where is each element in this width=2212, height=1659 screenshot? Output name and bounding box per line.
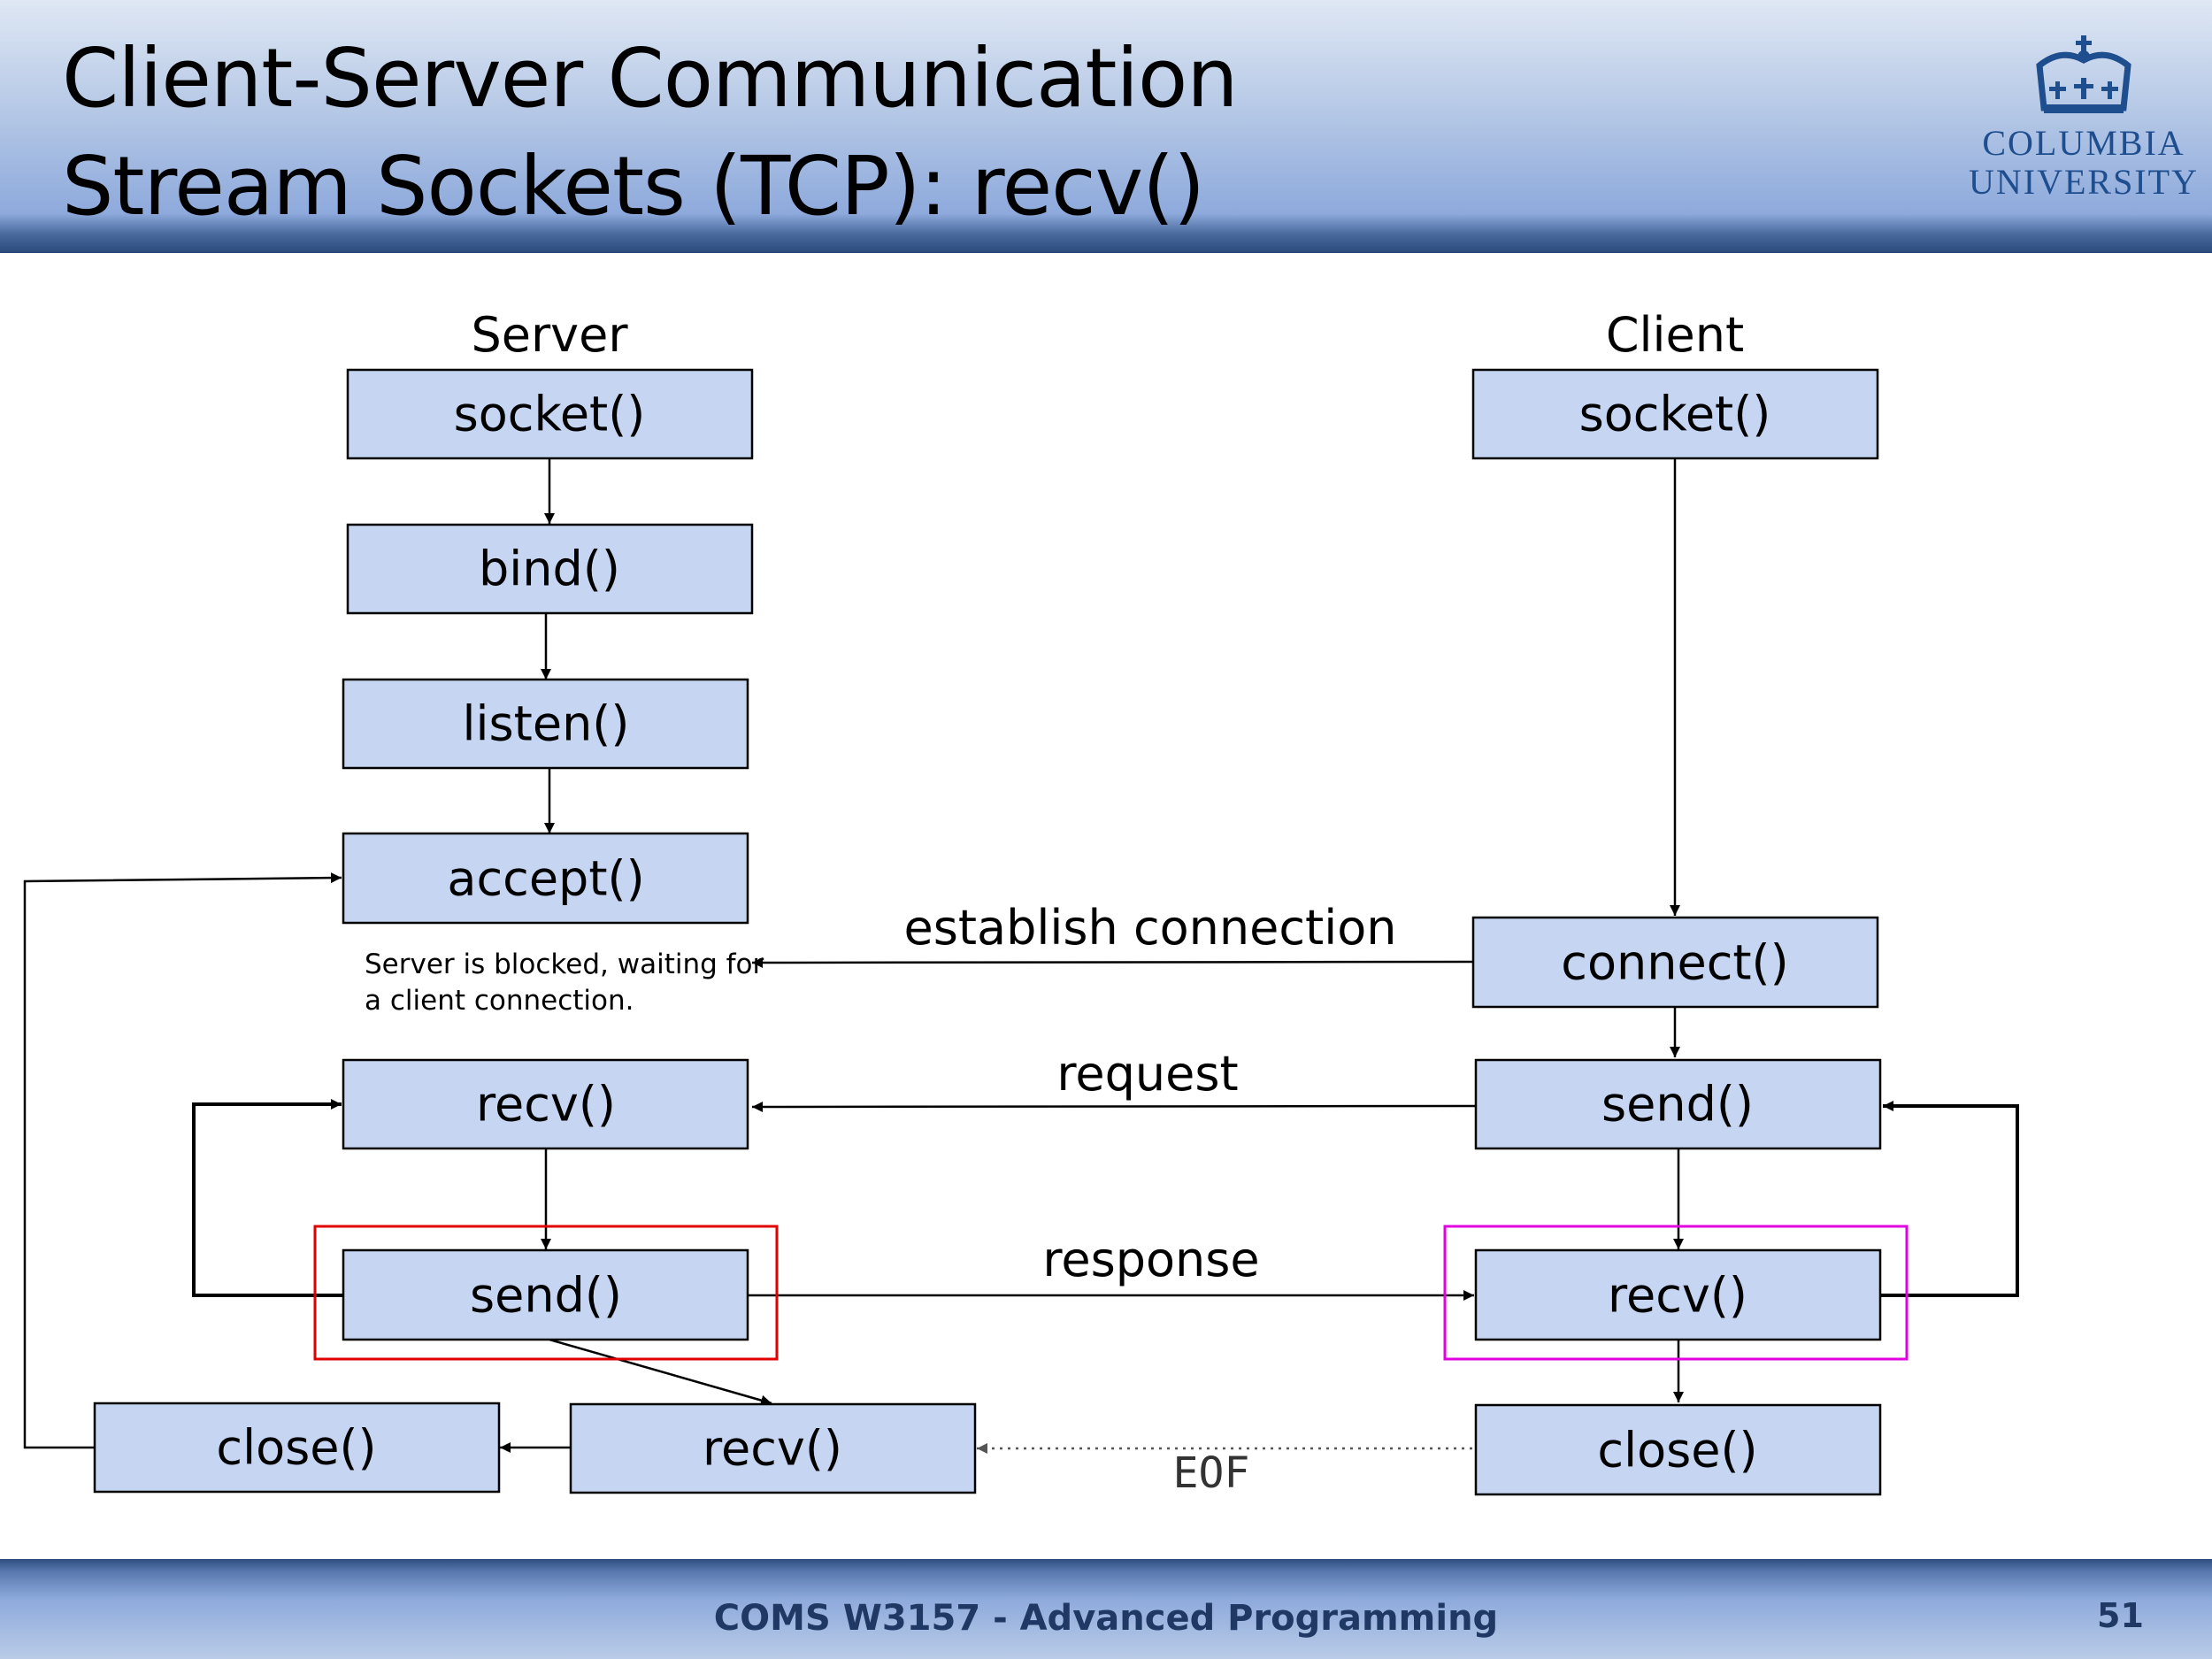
label-request: request (1056, 1046, 1238, 1102)
label-response: response (1042, 1232, 1259, 1287)
server-socket-box: socket() (346, 368, 754, 460)
page-number: 51 (2097, 1596, 2144, 1635)
client-connect-box: connect() (1471, 916, 1879, 1009)
columbia-logo: COLUMBIA UNIVERSITY (1960, 30, 2208, 207)
course-name: COMS W3157 - Advanced Programming (713, 1598, 1499, 1639)
slide-footer (0, 1559, 2212, 1659)
logo-text-university: UNIVERSITY (1969, 162, 2199, 202)
client-recv-box: recv() (1474, 1248, 1882, 1341)
server-blocked-note-line-1: Server is blocked, waiting for (365, 949, 764, 980)
server-recv-box: recv() (342, 1058, 749, 1150)
server-accept-box: accept() (342, 832, 749, 925)
client-socket-box: socket() (1471, 368, 1879, 460)
client-connect-label: connect() (1561, 935, 1788, 991)
client-send-box: send() (1474, 1058, 1882, 1150)
server-recv-final-label: recv() (703, 1421, 842, 1477)
title-line-2: Stream Sockets (TCP): recv() (62, 139, 1205, 234)
server-bind-label: bind() (479, 541, 620, 597)
client-column-label: Client (1606, 307, 1744, 363)
server-bind-box: bind() (346, 523, 754, 615)
server-close-box: close() (93, 1402, 501, 1494)
client-send-label: send() (1601, 1077, 1754, 1133)
server-send-box: send() (342, 1248, 749, 1341)
server-send-label: send() (470, 1268, 622, 1324)
server-listen-box: listen() (342, 678, 749, 770)
server-send-highlight (313, 1225, 779, 1361)
crown-icon (2036, 35, 2131, 113)
arrow-server-send-recv-loop (192, 1099, 343, 1297)
server-recv-final-box: recv() (569, 1402, 977, 1494)
client-recv-highlight (1443, 1225, 1909, 1361)
arrow-close-accept-loop (23, 872, 342, 1449)
arrow-request (751, 1101, 1476, 1112)
client-close-label: close() (1597, 1423, 1757, 1479)
socket-flow-diagram: Server Client establish connection reque… (23, 307, 2019, 1498)
slide-title: Client-Server Communication Stream Socke… (62, 25, 1239, 241)
server-column-label: Server (471, 307, 628, 363)
client-recv-label: recv() (1608, 1268, 1747, 1324)
client-socket-label: socket() (1579, 387, 1771, 442)
label-establish-connection: establish connection (904, 900, 1397, 956)
title-line-1: Client-Server Communication (62, 31, 1239, 126)
arrow-send-recv-final (549, 1338, 772, 1406)
server-blocked-note-line-2: a client connection. (365, 985, 634, 1017)
client-close-box: close() (1474, 1403, 1882, 1496)
server-close-label: close() (216, 1420, 376, 1476)
server-socket-label: socket() (454, 387, 646, 442)
logo-text-columbia: COLUMBIA (1982, 123, 2185, 163)
server-listen-label: listen() (463, 696, 630, 752)
label-eof: EOF (1173, 1448, 1250, 1498)
arrow-client-recv-send-loop (1879, 1101, 2019, 1297)
server-accept-label: accept() (447, 851, 644, 907)
slide-header (0, 0, 2212, 253)
arrow-establish-connection (751, 956, 1473, 968)
server-recv-label: recv() (476, 1077, 616, 1133)
